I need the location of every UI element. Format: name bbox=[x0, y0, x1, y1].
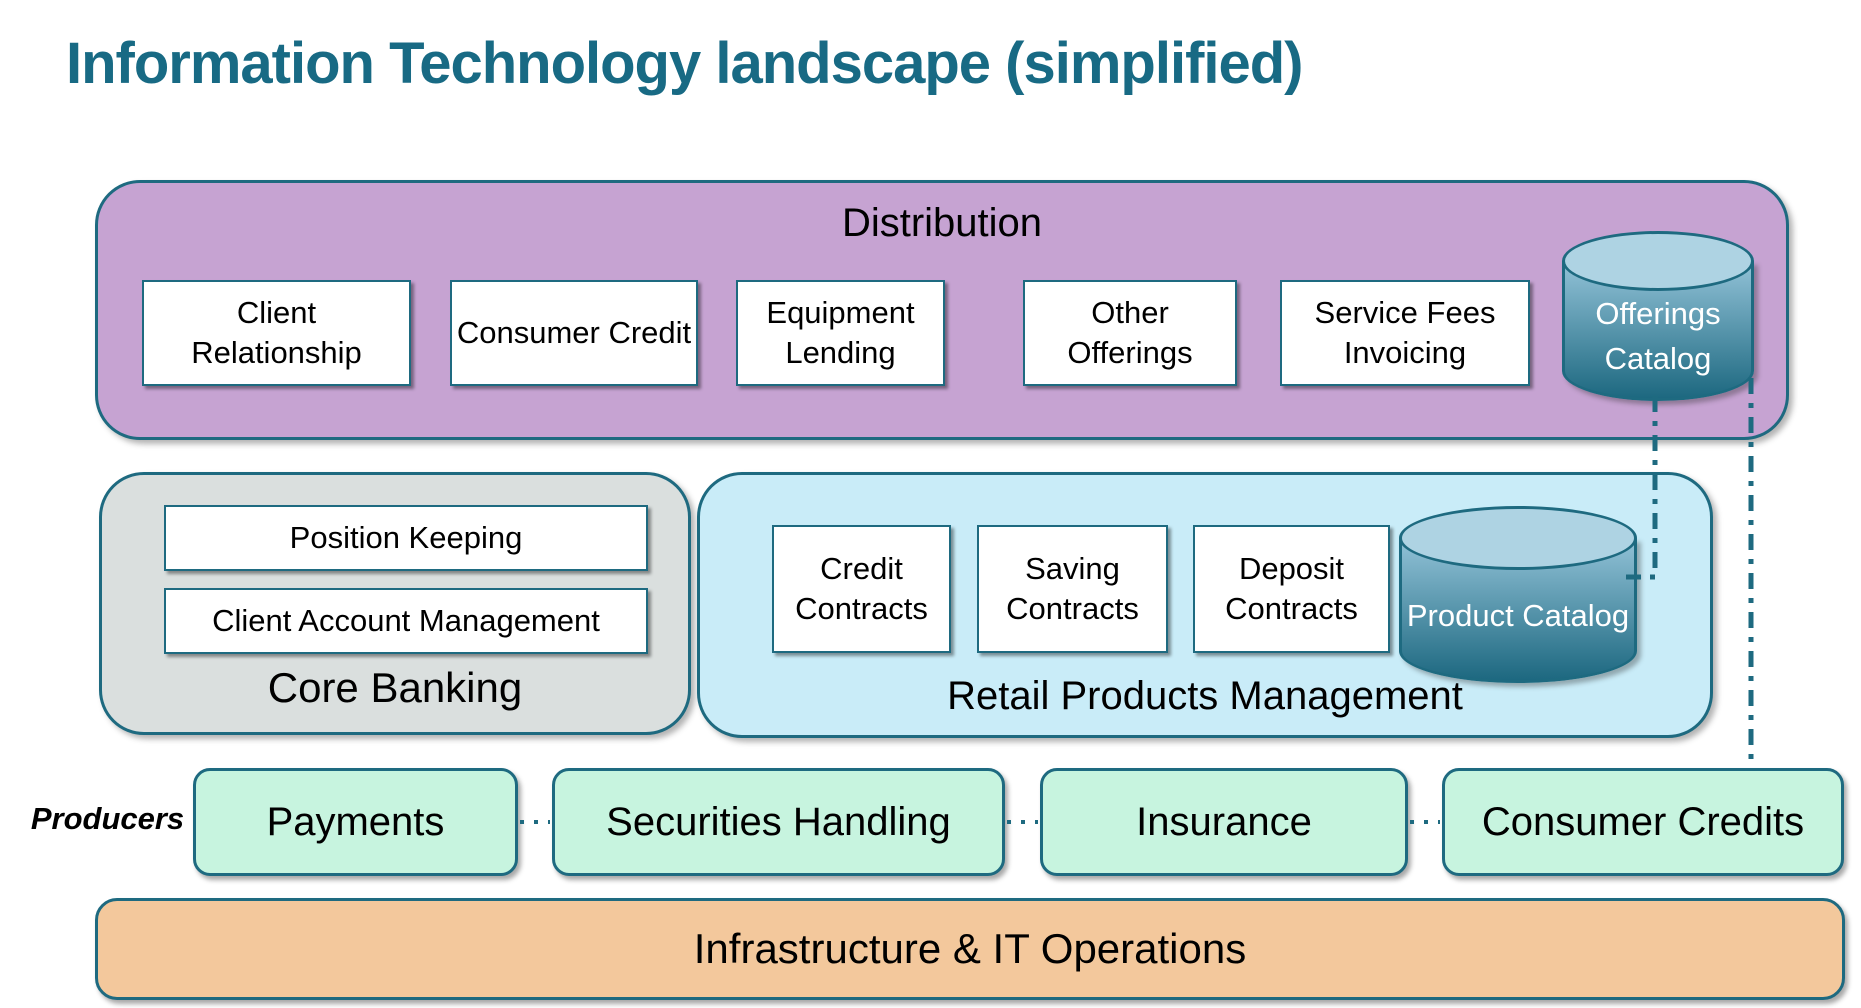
page-title: Information Technology landscape (simpli… bbox=[66, 31, 1304, 96]
cylinder-top-ellipse bbox=[1562, 231, 1754, 291]
distribution-label: Distribution bbox=[841, 201, 1043, 245]
core-banking-container: Position Keeping Client Account Manageme… bbox=[99, 472, 691, 735]
cylinder-top-ellipse bbox=[1399, 506, 1637, 570]
box-credit-contracts: Credit Contracts bbox=[772, 525, 951, 653]
infrastructure-label: Infrastructure & IT Operations bbox=[693, 925, 1247, 972]
producers-label: Producers bbox=[30, 801, 185, 836]
infrastructure-bar: Infrastructure & IT Operations bbox=[95, 898, 1845, 1000]
box-client-account-management: Client Account Management bbox=[164, 588, 648, 654]
producer-payments: Payments bbox=[193, 768, 518, 876]
producer-consumer-credits: Consumer Credits bbox=[1442, 768, 1844, 876]
core-banking-label: Core Banking bbox=[267, 664, 523, 711]
box-deposit-contracts: Deposit Contracts bbox=[1193, 525, 1390, 653]
box-saving-contracts: Saving Contracts bbox=[977, 525, 1168, 653]
box-consumer-credit: Consumer Credit bbox=[450, 280, 698, 386]
retail-products-label: Retail Products Management bbox=[947, 674, 1463, 718]
box-other-offerings: Other Offerings bbox=[1023, 280, 1237, 386]
product-catalog-cylinder: Product Catalog bbox=[1399, 506, 1637, 683]
box-position-keeping: Position Keeping bbox=[164, 505, 648, 571]
producer-securities-handling: Securities Handling bbox=[552, 768, 1005, 876]
box-service-fees-invoicing: Service Fees Invoicing bbox=[1280, 280, 1530, 386]
producer-insurance: Insurance bbox=[1040, 768, 1408, 876]
distribution-container: Distribution Client Relationship Consume… bbox=[95, 180, 1789, 440]
box-client-relationship: Client Relationship bbox=[142, 280, 411, 386]
retail-products-container: Credit Contracts Saving Contracts Deposi… bbox=[697, 472, 1713, 738]
offerings-catalog-cylinder: Offerings Catalog bbox=[1562, 231, 1754, 401]
box-equipment-lending: Equipment Lending bbox=[736, 280, 945, 386]
